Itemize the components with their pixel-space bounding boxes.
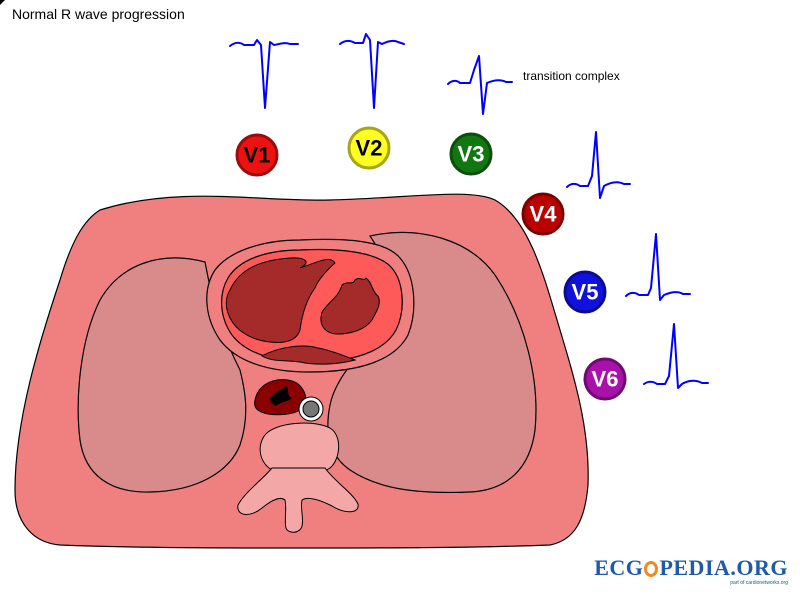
- diagram-title: Normal R wave progression: [12, 6, 185, 22]
- corner-mark: [0, 0, 5, 5]
- lead-v4-label: V4: [530, 202, 558, 227]
- spinous-process: [237, 467, 359, 533]
- left-ventricle-chamber: [225, 257, 336, 343]
- lead-v4-marker: V4: [521, 192, 565, 236]
- lead-v3-label: V3: [458, 142, 485, 167]
- ecg-complex-v6: [643, 323, 709, 389]
- lead-v5-marker: V5: [563, 270, 607, 314]
- lead-v3-marker: V3: [449, 132, 493, 176]
- ecg-complex-v1: [229, 39, 299, 109]
- ecgpedia-logo: ECG PEDIA.ORG part of cardionetworks.org: [594, 555, 788, 587]
- transition-complex-label: transition complex: [523, 69, 620, 83]
- lead-v2-label: V2: [356, 136, 383, 161]
- ecg-complex-v5: [625, 233, 691, 301]
- ecg-complex-v3: [447, 55, 513, 115]
- left-lung: [77, 257, 247, 493]
- atria-chamber: [260, 345, 357, 365]
- esophagus-lumen: [270, 386, 292, 406]
- vertebral-body: [259, 422, 340, 476]
- logo-tagline: part of cardionetworks.org: [730, 580, 788, 586]
- lead-v6-label: V6: [592, 367, 619, 392]
- logo-heart-icon: [644, 561, 659, 577]
- lead-v6-marker: V6: [583, 357, 627, 401]
- lead-v1-marker: V1: [235, 133, 279, 177]
- logo-text-left: ECG: [594, 555, 644, 580]
- lead-v2-marker: V2: [347, 126, 391, 170]
- logo-text-right: PEDIA.ORG: [659, 555, 788, 580]
- lead-markers: V1 V2 V3 V4 V5 V6: [235, 126, 627, 401]
- lead-v1-label: V1: [244, 143, 271, 168]
- aorta-lumen: [302, 400, 320, 418]
- ecg-complex-v2: [339, 33, 405, 109]
- ecg-complex-v4: [566, 131, 631, 199]
- right-ventricle-chamber: [320, 277, 380, 335]
- chest-cross-section: [14, 193, 589, 549]
- ecg-complexes: [229, 33, 709, 389]
- lead-v5-label: V5: [572, 280, 599, 305]
